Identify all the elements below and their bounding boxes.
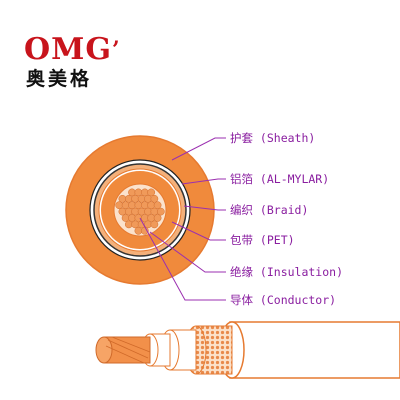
label-sheath: 护套 (Sheath) xyxy=(230,131,316,145)
conductor-strand xyxy=(147,201,156,210)
label-braid: 编织 (Braid) xyxy=(230,203,309,217)
conductor-strand xyxy=(153,214,162,222)
leader-tape xyxy=(171,221,226,241)
conductor-strand xyxy=(137,194,146,203)
leader-shield xyxy=(181,178,226,185)
conductor-strand xyxy=(140,188,149,197)
conductor-strand xyxy=(137,207,146,216)
conductor-strand xyxy=(147,188,156,197)
conductor-strand xyxy=(118,194,127,203)
conductor-strand xyxy=(144,220,152,229)
conductor-strand xyxy=(144,194,152,203)
conductor-strand xyxy=(124,220,133,229)
company-logo: OMG’ 奥美格 xyxy=(24,34,134,94)
conductor-strand xyxy=(128,188,136,197)
conductor-strand xyxy=(153,201,162,210)
label-tape: 包带 (PET) xyxy=(230,233,295,247)
conductor-strand xyxy=(121,214,130,222)
conductor-strand xyxy=(128,201,136,210)
conductor-strand xyxy=(150,220,159,229)
conductor-strand xyxy=(150,194,159,203)
leader-insulation xyxy=(149,231,226,273)
label-shield: 铝箔 (AL-MYLAR) xyxy=(230,172,330,186)
leader-conductor xyxy=(139,217,226,301)
conductor-strand xyxy=(115,201,124,210)
conductor-strand xyxy=(131,220,140,229)
conductor-strand xyxy=(128,214,136,222)
label-conductor: 导体 (Conductor) xyxy=(230,293,337,307)
conductor-strand xyxy=(144,207,152,216)
conductor-strand xyxy=(118,207,127,216)
leader-sheath xyxy=(171,137,226,161)
conductor-strand xyxy=(134,226,143,235)
conductor-strand xyxy=(131,207,140,216)
side-conductor-end xyxy=(95,336,113,364)
label-insulation: 绝缘 (Insulation) xyxy=(230,265,344,279)
conductor-strand xyxy=(147,214,156,222)
conductor-strand xyxy=(140,201,149,210)
conductor-strand xyxy=(124,194,133,203)
leader-braid xyxy=(183,205,226,211)
conductor-strand xyxy=(121,201,130,210)
conductor-strand xyxy=(134,188,143,197)
cable-side-view xyxy=(95,321,400,379)
conductor-strands xyxy=(115,188,165,235)
conductor-strand xyxy=(131,194,140,203)
conductor-strand xyxy=(124,207,133,216)
leader-lines xyxy=(139,137,226,301)
cable-cross-section xyxy=(65,135,215,285)
conductor-strand xyxy=(134,201,143,210)
conductor-strand xyxy=(150,207,159,216)
logo-chinese: 奥美格 xyxy=(26,68,93,90)
logo-english: OMG’ xyxy=(24,32,121,67)
conductor-strand xyxy=(156,207,165,216)
conductor-strand xyxy=(140,214,149,222)
